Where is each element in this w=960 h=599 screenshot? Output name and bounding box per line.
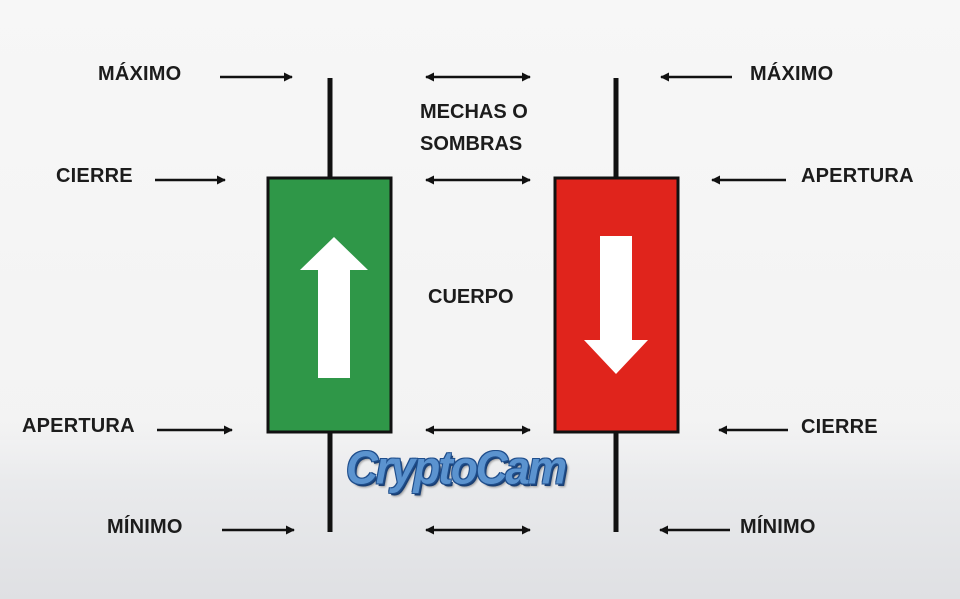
label-left-minimo: MÍNIMO <box>107 516 183 538</box>
label-mechas-line1: MECHAS O <box>420 101 528 123</box>
label-left-cierre: CIERRE <box>56 165 133 187</box>
background-bottom <box>0 420 960 599</box>
up-arrow-icon <box>300 237 368 378</box>
bearish-body <box>553 176 680 434</box>
label-right-apertura: APERTURA <box>801 165 914 187</box>
down-arrow-icon <box>584 236 648 374</box>
label-cuerpo: CUERPO <box>428 286 514 308</box>
cryptocam-logo: CryptoCam <box>346 442 567 495</box>
label-right-cierre: CIERRE <box>801 416 878 438</box>
label-left-apertura: APERTURA <box>22 415 135 437</box>
label-right-maximo: MÁXIMO <box>750 63 834 85</box>
label-left-maximo: MÁXIMO <box>98 63 182 85</box>
label-right-minimo: MÍNIMO <box>740 516 816 538</box>
label-mechas-line2: SOMBRAS <box>420 133 523 155</box>
